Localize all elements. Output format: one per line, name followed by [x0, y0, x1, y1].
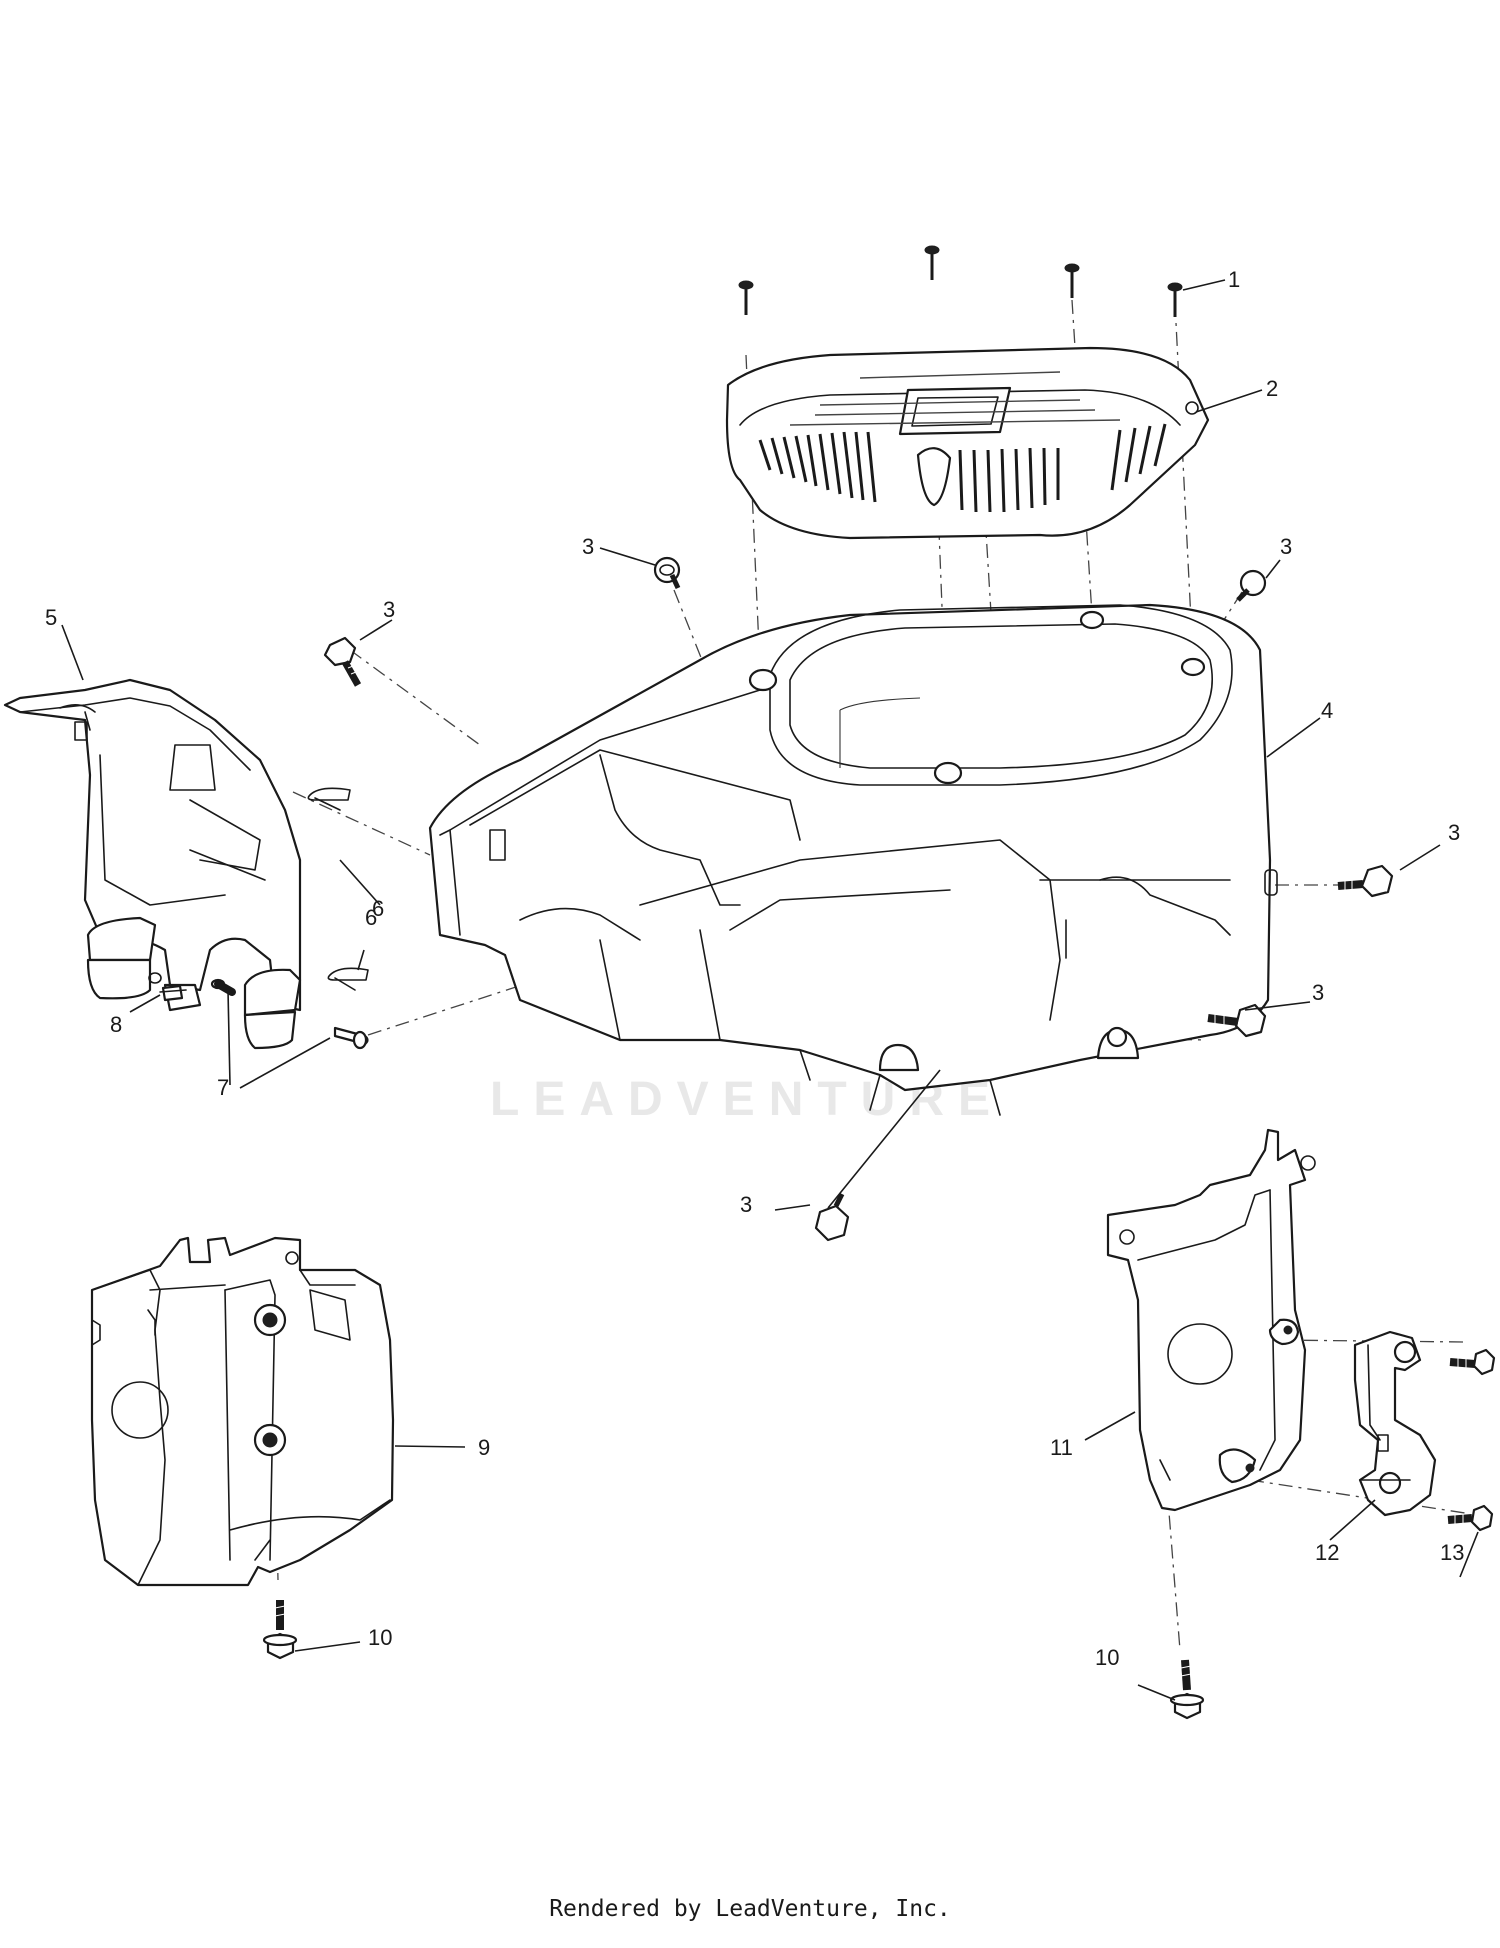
callout-11: 11	[1050, 1435, 1073, 1460]
part-1-screws	[738, 245, 1183, 317]
callout-3: 3	[582, 534, 594, 559]
fastener-3-right	[1337, 864, 1394, 898]
fastener-3-bottom	[814, 1192, 850, 1242]
bolt-13-lower	[1447, 1504, 1494, 1532]
part-12-bracket	[1353, 1330, 1437, 1517]
part-13-bolts	[1447, 1348, 1496, 1532]
callout-7: 7	[217, 1075, 229, 1100]
callout-13: 13	[1440, 1540, 1464, 1565]
part-9-shield	[90, 1236, 395, 1587]
callout-3: 3	[383, 597, 395, 622]
callout-9: 9	[478, 1435, 490, 1460]
callout-1: 1	[1228, 267, 1240, 292]
callout-6: 6	[372, 896, 384, 921]
leader-lines	[61, 279, 1479, 1701]
callout-10: 10	[368, 1625, 392, 1650]
fastener-3-top-left	[653, 556, 681, 590]
callout-3: 3	[1312, 980, 1324, 1005]
callout-3: 3	[740, 1192, 752, 1217]
fastener-3-left	[323, 636, 362, 687]
callout-6: 6	[365, 905, 377, 930]
part-11-shield	[1106, 1128, 1316, 1512]
callout-4: 4	[1321, 698, 1333, 723]
callout-10: 10	[1095, 1645, 1119, 1670]
footer-credit: Rendered by LeadVenture, Inc.	[549, 1896, 951, 1922]
callouts: 1 2 3 3 3 3 3 3 4 5 6 6 7 8 9 10 10 11 1…	[45, 267, 1464, 1670]
part-8-nut	[159, 984, 187, 1002]
bolt-10-left	[262, 1600, 298, 1660]
callout-8: 8	[110, 1012, 122, 1037]
fastener-3-mid-right	[1207, 1003, 1267, 1038]
part-10-bolts	[262, 1600, 1205, 1720]
callout-3: 3	[1448, 820, 1460, 845]
part-6-clips	[307, 787, 369, 991]
part-3-fasteners	[323, 556, 1394, 1242]
callout-2: 2	[1266, 376, 1278, 401]
callout-3: 3	[1280, 534, 1292, 559]
part-7-pins	[210, 978, 369, 1050]
part-2-grille	[725, 346, 1210, 540]
part-5-bracket	[3, 678, 302, 1050]
washer-housing-right	[1106, 1026, 1128, 1048]
callout-12: 12	[1315, 1540, 1339, 1565]
fastener-3-top-right	[1236, 569, 1267, 602]
part-4-blower-housing	[428, 603, 1278, 1116]
grille-slots	[758, 423, 1167, 513]
callout-5: 5	[45, 605, 57, 630]
bolt-10-right	[1169, 1659, 1205, 1720]
bolt-13-upper	[1449, 1348, 1496, 1376]
